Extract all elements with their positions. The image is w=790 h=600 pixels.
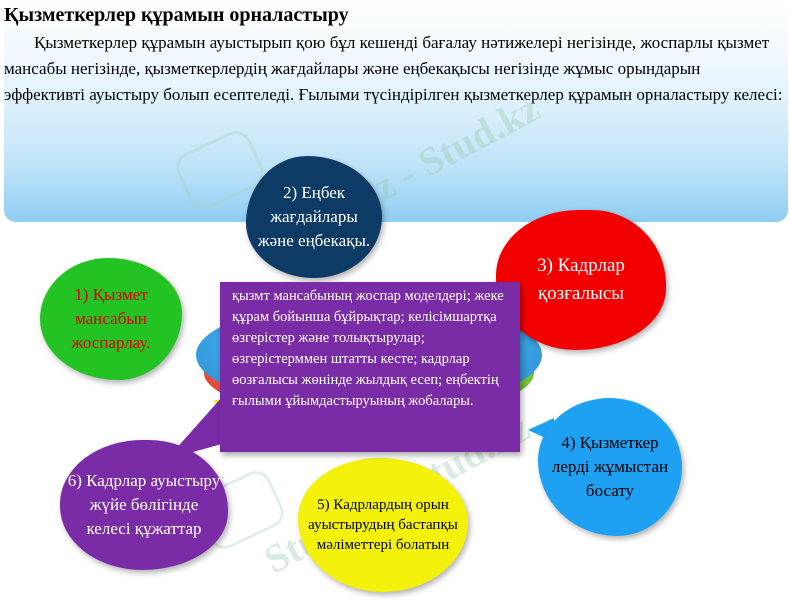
- callout-box: қызмт мансабының жоспар моделдері; жеке …: [220, 282, 520, 452]
- cloud-label: 3) Кадрлар қозғалысы: [537, 255, 625, 304]
- cloud-career-planning: 1) Қызмет мансабын жоспарлау.: [40, 258, 182, 380]
- header-band: [4, 0, 788, 222]
- intro-text: Қызметкерлер құрамын ауыстырып қою бұл к…: [4, 33, 783, 104]
- cloud-label: 2) Еңбек жағдайлары және еңбекақы.: [257, 183, 371, 250]
- cloud-label: 1) Қызмет мансабын жоспарлау.: [71, 285, 151, 352]
- cloud-dismissal: 4) Қызметкер лерді жұмыстан босату: [538, 398, 682, 536]
- cloud-initial-data: 5) Кадрлардың орын ауыстырудың бастапқы …: [298, 458, 468, 592]
- page-title: Қызметкерлер құрамын орналастыру: [4, 4, 349, 26]
- cloud-label: 5) Кадрлардың орын ауыстырудың бастапқы …: [308, 497, 458, 553]
- cloud-label: 4) Қызметкер лерді жұмыстан босату: [551, 433, 669, 500]
- cloud-label: 6) Кадрлар ауыстыру жүйе бөлігінде келес…: [67, 471, 221, 538]
- cloud-work-conditions: 2) Еңбек жағдайлары және еңбекақы.: [246, 156, 382, 278]
- cloud-staff-movement: 3) Кадрлар қозғалысы: [496, 210, 666, 350]
- cloud-documents: 6) Кадрлар ауыстыру жүйе бөлігінде келес…: [60, 440, 228, 570]
